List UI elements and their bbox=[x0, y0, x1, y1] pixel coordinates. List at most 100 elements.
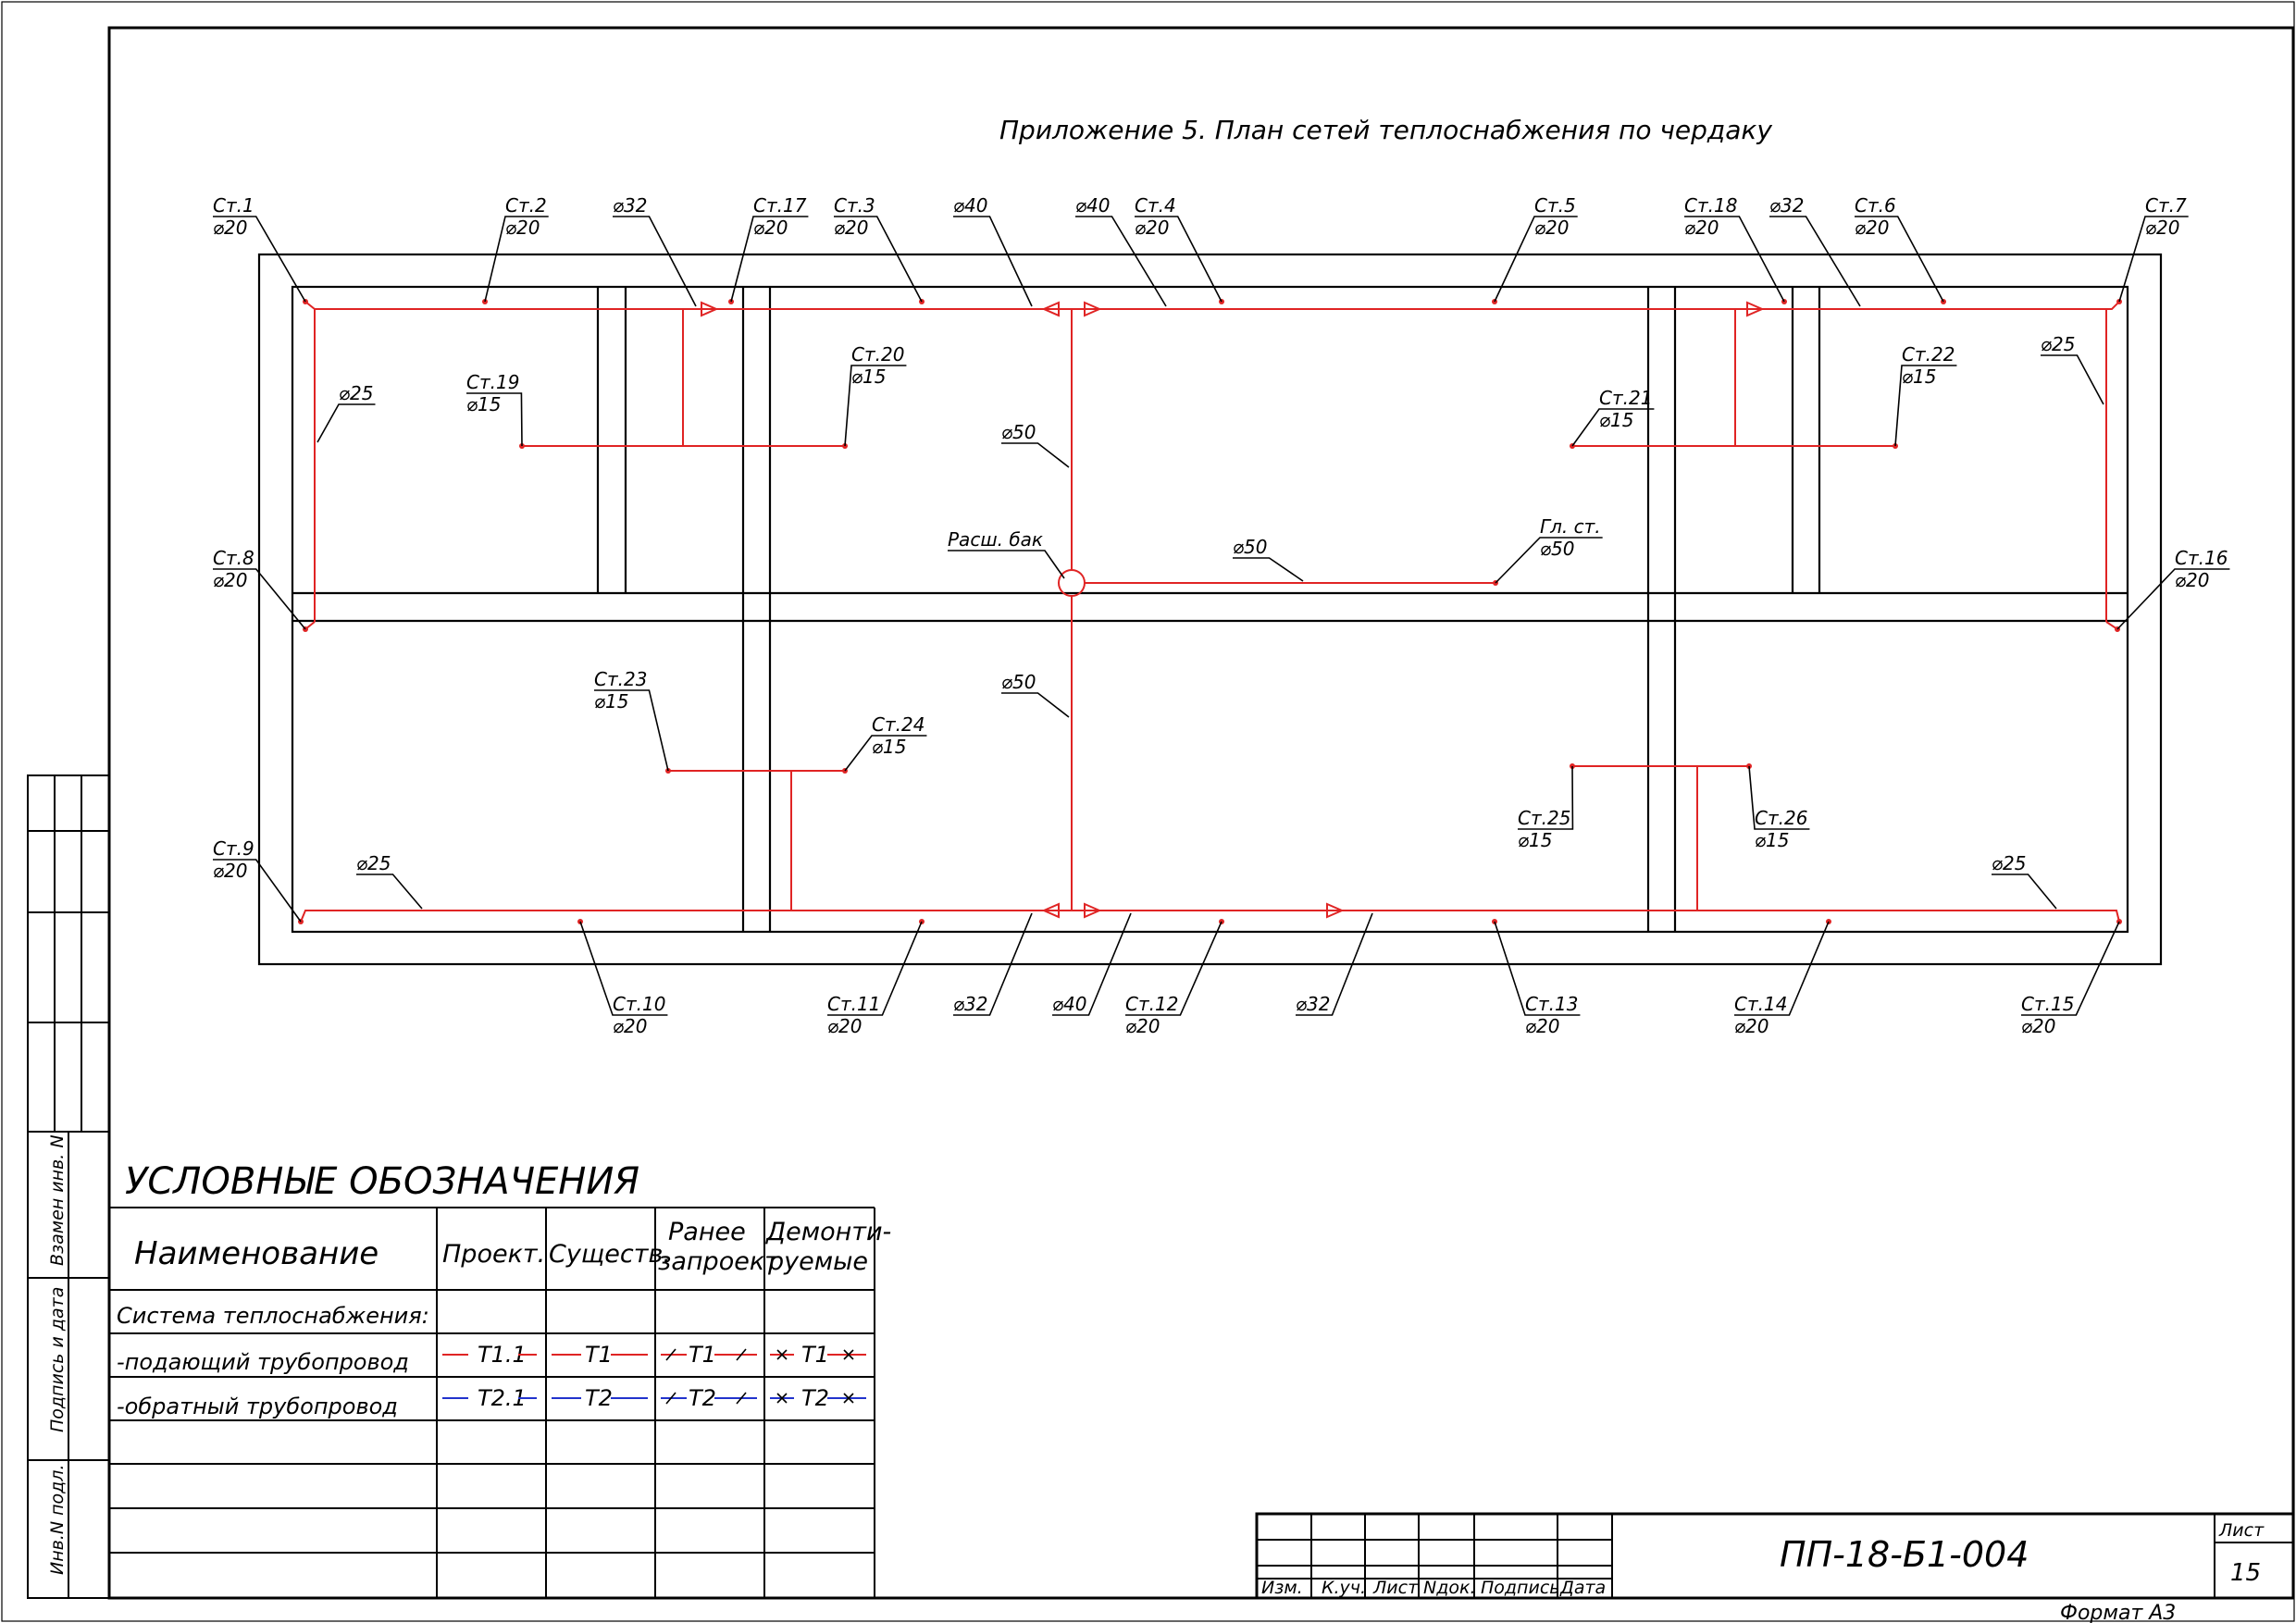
callout-p25d: ⌀25 bbox=[1992, 852, 2057, 910]
svg-text:⌀20: ⌀20 bbox=[213, 860, 248, 882]
svg-text:⌀20: ⌀20 bbox=[1125, 1015, 1160, 1037]
callout-st2: Ст.2 ⌀20 bbox=[484, 194, 549, 303]
callout-st14: Ст.14 ⌀20 bbox=[1734, 921, 1830, 1037]
svg-text:⌀20: ⌀20 bbox=[1855, 217, 1890, 239]
svg-text:⌀20: ⌀20 bbox=[827, 1015, 863, 1037]
svg-text:Ст.26: Ст.26 bbox=[1755, 807, 1807, 829]
svg-text:T2: T2 bbox=[801, 1385, 829, 1411]
svg-text:⌀15: ⌀15 bbox=[1599, 409, 1634, 431]
legend-col-name: Наименование bbox=[134, 1235, 379, 1272]
svg-text:⌀32: ⌀32 bbox=[1769, 194, 1805, 217]
sheet-format: Формат А3 bbox=[2060, 1602, 2176, 1623]
building-plan bbox=[257, 253, 2163, 966]
legend-col-dismantle-2: руемые bbox=[767, 1247, 868, 1276]
legend-return: -обратный трубопровод bbox=[117, 1394, 398, 1419]
svg-text:⌀20: ⌀20 bbox=[753, 217, 788, 239]
svg-text:⌀32: ⌀32 bbox=[953, 993, 988, 1015]
legend-col-project: Проект. bbox=[442, 1240, 545, 1269]
side-signature-date: Подпись и дата bbox=[47, 1287, 68, 1432]
callout-p40c: ⌀40 bbox=[1052, 912, 1132, 1016]
svg-text:Ст.8: Ст.8 bbox=[213, 547, 254, 569]
callout-st22: Ст.22 ⌀15 bbox=[1894, 343, 1957, 447]
callout-st24: Ст.24 ⌀15 bbox=[844, 713, 927, 772]
svg-text:⌀20: ⌀20 bbox=[2175, 569, 2210, 591]
svg-text:Ст.17: Ст.17 bbox=[753, 194, 807, 217]
svg-text:Ст.5: Ст.5 bbox=[1534, 194, 1576, 217]
callout-main-riser: Гл. ст. ⌀50 bbox=[1495, 515, 1603, 584]
svg-text:⌀50: ⌀50 bbox=[1540, 538, 1575, 560]
legend-heading: УСЛОВНЫЕ ОБОЗНАЧЕНИЯ bbox=[125, 1160, 639, 1203]
svg-text:T2: T2 bbox=[689, 1385, 716, 1411]
svg-text:Ст.21: Ст.21 bbox=[1599, 387, 1652, 409]
svg-text:⌀20: ⌀20 bbox=[1135, 217, 1170, 239]
callout-st5: Ст.5 ⌀20 bbox=[1494, 194, 1578, 303]
svg-text:⌀25: ⌀25 bbox=[1992, 852, 2027, 874]
riser-callouts: Ст.1 ⌀20 Ст.2 ⌀20 Ст.17 ⌀20 Ст.3 ⌀20 Ст.… bbox=[213, 194, 2230, 1037]
svg-text:Ст.6: Ст.6 bbox=[1855, 194, 1896, 217]
callout-p25a: ⌀25 bbox=[316, 382, 376, 443]
svg-text:⌀40: ⌀40 bbox=[1052, 993, 1087, 1015]
svg-text:Ст.2: Ст.2 bbox=[505, 194, 547, 217]
callout-p32b: ⌀32 bbox=[1769, 194, 1861, 307]
svg-text:Ст.11: Ст.11 bbox=[827, 993, 880, 1015]
callout-st1: Ст.1 ⌀20 bbox=[213, 194, 306, 303]
svg-text:⌀50: ⌀50 bbox=[1001, 671, 1036, 693]
svg-text:Ст.16: Ст.16 bbox=[2175, 547, 2228, 569]
svg-text:К.уч.: К.уч. bbox=[1322, 1578, 1366, 1598]
svg-text:⌀20: ⌀20 bbox=[2021, 1015, 2056, 1037]
svg-text:⌀40: ⌀40 bbox=[1075, 194, 1111, 217]
svg-text:⌀15: ⌀15 bbox=[851, 365, 887, 388]
svg-text:⌀25: ⌀25 bbox=[2041, 333, 2076, 355]
svg-text:T1: T1 bbox=[689, 1342, 716, 1368]
svg-text:⌀20: ⌀20 bbox=[213, 217, 248, 239]
riser-dots bbox=[298, 299, 2122, 924]
svg-text:Ст.15: Ст.15 bbox=[2021, 993, 2074, 1015]
callout-st10: Ст.10 ⌀20 bbox=[579, 921, 668, 1037]
svg-text:⌀25: ⌀25 bbox=[356, 852, 391, 874]
callout-st19: Ст.19 ⌀15 bbox=[466, 371, 523, 447]
svg-text:⌀20: ⌀20 bbox=[213, 569, 248, 591]
legend-col-existing: Существ. bbox=[549, 1240, 671, 1269]
callout-st11: Ст.11 ⌀20 bbox=[827, 921, 923, 1037]
callout-p25c: ⌀25 bbox=[356, 852, 423, 910]
svg-text:⌀20: ⌀20 bbox=[1684, 217, 1719, 239]
svg-text:Ст.25: Ст.25 bbox=[1518, 807, 1570, 829]
legend-col-dismantle-1: Демонти- bbox=[765, 1218, 891, 1246]
heating-pipes bbox=[298, 299, 2122, 924]
side-inv-orig: Инв.N подл. bbox=[47, 1465, 68, 1576]
svg-text:⌀15: ⌀15 bbox=[872, 736, 907, 758]
svg-text:Расш. бак: Расш. бак bbox=[948, 528, 1043, 551]
callout-p32c: ⌀32 bbox=[953, 912, 1033, 1016]
svg-text:Ст.23: Ст.23 bbox=[594, 668, 647, 690]
sheet-label: Лист bbox=[2218, 1520, 2265, 1541]
legend-supply: -подающий трубопровод bbox=[117, 1349, 409, 1375]
svg-text:T1: T1 bbox=[585, 1342, 613, 1368]
svg-text:T2: T2 bbox=[585, 1385, 613, 1411]
svg-text:Ст.19: Ст.19 bbox=[466, 371, 519, 393]
svg-text:Ст.24: Ст.24 bbox=[872, 713, 925, 736]
svg-text:⌀50: ⌀50 bbox=[1001, 421, 1036, 443]
svg-text:Ст.22: Ст.22 bbox=[1902, 343, 1955, 365]
svg-text:Изм.: Изм. bbox=[1261, 1578, 1303, 1598]
callout-p32a: ⌀32 bbox=[613, 194, 697, 307]
svg-text:Ст.20: Ст.20 bbox=[851, 343, 904, 365]
legend-col-prev-1: Ранее bbox=[668, 1218, 746, 1246]
svg-text:Ст.14: Ст.14 bbox=[1734, 993, 1787, 1015]
svg-text:⌀15: ⌀15 bbox=[594, 690, 629, 712]
svg-text:Дата: Дата bbox=[1559, 1578, 1606, 1598]
callout-st21: Ст.21 ⌀15 bbox=[1571, 387, 1655, 447]
svg-text:⌀20: ⌀20 bbox=[1525, 1015, 1560, 1037]
svg-text:⌀15: ⌀15 bbox=[1518, 829, 1553, 851]
callout-p40a: ⌀40 bbox=[953, 194, 1033, 307]
svg-text:Nдок.: Nдок. bbox=[1423, 1578, 1476, 1598]
svg-text:Подпись: Подпись bbox=[1481, 1578, 1559, 1598]
svg-text:⌀15: ⌀15 bbox=[466, 393, 502, 415]
svg-text:⌀40: ⌀40 bbox=[953, 194, 988, 217]
svg-text:⌀20: ⌀20 bbox=[834, 217, 869, 239]
callout-st7: Ст.7 ⌀20 bbox=[2118, 194, 2189, 303]
callout-st18: Ст.18 ⌀20 bbox=[1684, 194, 1785, 303]
callout-tank: Расш. бак bbox=[948, 528, 1065, 579]
side-stamp: Взамен инв. N Подпись и дата Инв.N подл. bbox=[27, 774, 110, 1599]
sheet-number: 15 bbox=[2230, 1559, 2261, 1587]
